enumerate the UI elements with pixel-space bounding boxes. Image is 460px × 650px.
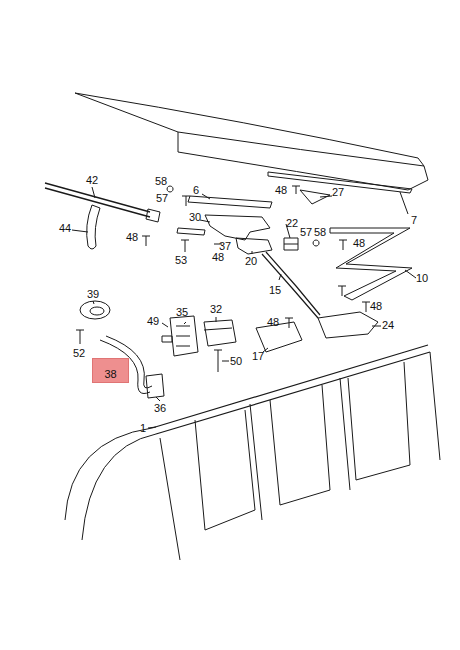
van-body [65,352,440,560]
callout-number: 57 [299,226,313,238]
bushing [284,238,298,250]
rod-handle [87,205,100,249]
bolt [162,336,172,342]
callout-number: 48 [369,300,383,312]
gas-strut [262,252,320,318]
callout-number: 42 [85,174,99,186]
callout-number: 24 [381,319,395,331]
callout-number: 22 [285,217,299,229]
scissor-frame [330,228,412,300]
callout-number: 58 [313,226,327,238]
callout-number: 10 [415,272,429,284]
pull-handle [80,301,110,319]
callout-number: 37 [218,240,232,252]
callout-number: 48 [274,184,288,196]
callout-number: 6 [192,184,200,196]
plate [146,374,164,398]
callout-number: 20 [244,255,258,267]
callout-number: 53 [174,254,188,266]
callout-number: 52 [72,347,86,359]
callout-number: 32 [209,303,223,315]
roof-rail [152,345,430,434]
callout-number: 48 [266,316,280,328]
callout-number: 48 [211,251,225,263]
callout-number: 27 [331,186,345,198]
latch [170,316,198,356]
callout-number: 57 [155,192,169,204]
callout-number: 38 [93,368,128,380]
callout-number: 35 [175,306,189,318]
callout-number: 30 [188,211,202,223]
callout-number: 15 [268,284,282,296]
hinge-bracket [205,215,270,240]
screw [214,350,222,372]
callout-number: 48 [125,231,139,243]
callout-number: 49 [146,315,160,327]
callout-number: 1 [139,422,147,434]
callout-number: 48 [352,237,366,249]
roof-panel [75,93,428,190]
pin [177,228,205,235]
lower-hinge [318,312,378,338]
pull-handle-hole [90,307,104,315]
screw-set [142,186,370,328]
highlight-box: 38 [92,358,129,383]
strut-bracket [236,238,272,254]
callout-number: 44 [58,222,72,234]
catch-bracket [204,320,236,346]
support-rod [45,183,150,217]
callout-number: 7 [410,214,418,226]
callout-number: 36 [153,402,167,414]
leader-line [72,187,416,428]
callout-number: 39 [86,288,100,300]
roof-edge [75,93,178,132]
rod-bracket [146,209,160,222]
callout-number: 17 [251,350,265,362]
screw [76,330,84,344]
callout-number: 58 [154,175,168,187]
hinge-bar [188,196,272,208]
callout-number: 50 [229,355,243,367]
